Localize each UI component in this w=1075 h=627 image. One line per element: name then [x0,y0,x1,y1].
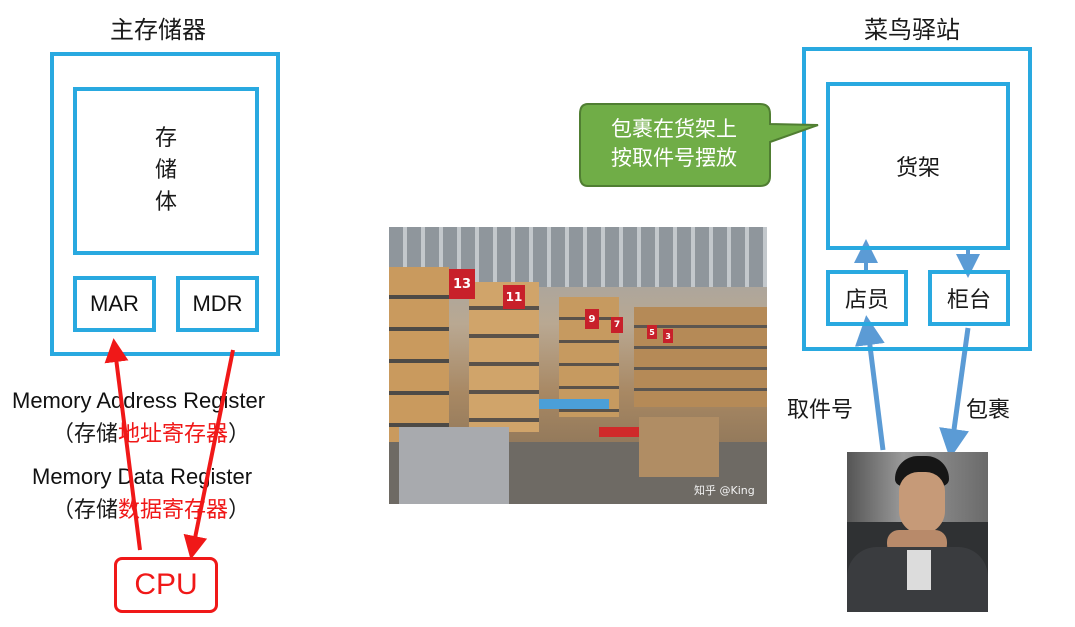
cpu-to-mar-arrow [104,338,142,551]
callout-text: 包裹在货架上 按取件号摆放 [611,117,737,170]
aisle-sign-7-label: 7 [613,320,621,330]
storage-body-label: 存 储 体 [154,126,177,215]
cpu-box: CPU [114,557,218,613]
mdr-cn-suffix: ） [228,498,251,523]
storage-body-box: 存 储 体 [73,87,259,255]
mdr-english-label: Memory Data Register [32,464,253,489]
cpu-label: CPU [134,568,198,601]
mar-cn-highlight: 地址寄存器 [118,422,229,447]
mdr-cn-prefix: （存储 [52,498,119,523]
mar-chinese-label: （存储地址寄存器） [52,416,250,448]
shelf-box: 货架 [826,82,1010,250]
mar-box: MAR [73,276,156,332]
aisle-sign-9-label: 9 [588,313,596,325]
aisle-sign-11-label: 11 [505,290,523,304]
aisle-sign-13-label: 13 [452,276,472,292]
aisle-sign-5: 5 [647,325,657,339]
main-memory-title: 主存储器 [110,16,206,44]
station-title: 菜鸟驿站 [864,16,960,44]
mdr-to-cpu-arrow [183,349,235,560]
aisle-sign-7: 7 [611,317,623,333]
pickup-code-label: 取件号 [787,398,854,423]
aisle-sign-11: 11 [503,285,525,309]
counter-box: 柜台 [928,270,1010,326]
warehouse-photo: 13 11 9 7 5 3 知乎 @King [389,227,767,504]
mar-cn-prefix: （存储 [52,422,119,447]
photo-watermark: 知乎 @King [694,484,755,497]
callout-bubble [579,103,819,187]
station-box [802,47,1032,351]
clerk-label: 店员 [844,288,889,313]
person-photo [847,452,988,612]
aisle-sign-3: 3 [663,329,673,343]
mar-label: MAR [90,291,139,316]
mar-cn-suffix: ） [228,422,251,447]
counter-label: 柜台 [946,288,991,313]
aisle-sign-5-label: 5 [649,327,655,337]
clerk-box: 店员 [826,270,908,326]
aisle-sign-9: 9 [585,309,599,329]
mdr-label: MDR [192,291,243,316]
mdr-box: MDR [176,276,259,332]
aisle-sign-3-label: 3 [665,331,671,341]
shelf-label: 货架 [895,156,940,181]
aisle-sign-13: 13 [449,269,475,299]
package-label: 包裹 [966,398,1011,423]
main-memory-box [50,52,280,356]
